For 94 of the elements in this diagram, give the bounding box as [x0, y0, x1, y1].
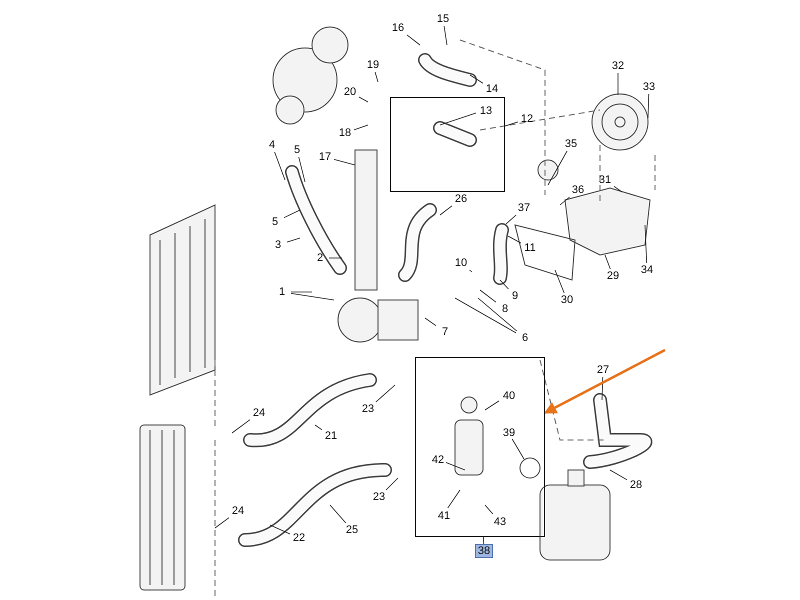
callout-number: 33 — [640, 80, 658, 94]
callout-number: 24 — [229, 504, 247, 518]
leader-line — [614, 186, 622, 192]
callout-number: 23 — [359, 402, 377, 416]
leader-line — [484, 504, 494, 514]
callout-number: 28 — [627, 478, 645, 492]
leader-line — [330, 504, 346, 524]
group-frame — [390, 97, 505, 192]
leader-line — [602, 376, 604, 400]
leader-line — [644, 224, 648, 264]
callout-number: 32 — [609, 59, 627, 73]
leader-line — [298, 156, 306, 182]
callout-number: 18 — [336, 126, 354, 140]
callout-number: 3 — [269, 238, 287, 252]
callout-number: 38 — [475, 544, 493, 558]
callout-number: 8 — [496, 302, 514, 316]
leader-line — [334, 159, 356, 166]
leader-line — [386, 478, 398, 490]
leader-line — [512, 438, 524, 460]
leader-line — [314, 424, 322, 430]
leader-line — [440, 112, 476, 126]
callout-number: 5 — [288, 143, 306, 157]
callout-number: 7 — [436, 325, 454, 339]
leader-line — [444, 26, 448, 46]
callout-number: 25 — [343, 523, 361, 537]
leader-line — [232, 419, 250, 434]
callout-number: 22 — [290, 531, 308, 545]
callout-number: 29 — [604, 269, 622, 283]
callout-number: 14 — [483, 82, 501, 96]
leader-line — [504, 121, 518, 126]
callout-number: 6 — [516, 331, 534, 345]
callout-number: 26 — [452, 192, 470, 206]
leader-line — [648, 94, 650, 118]
leader-line — [548, 150, 568, 186]
leader-line — [478, 298, 518, 332]
leader-line — [286, 238, 300, 243]
callout-number: 34 — [638, 263, 656, 277]
callout-number: 31 — [596, 173, 614, 187]
callout-number: 23 — [370, 490, 388, 504]
leader-line — [375, 384, 396, 402]
leader-line — [374, 72, 378, 82]
leader-line — [484, 400, 500, 410]
callout-number: 30 — [558, 293, 576, 307]
leader-line — [508, 236, 522, 244]
callout-number: 4 — [263, 138, 281, 152]
callout-number: 13 — [477, 104, 495, 118]
group-frame — [415, 357, 545, 537]
callout-number: 41 — [435, 509, 453, 523]
leader-line — [610, 470, 628, 480]
callout-number: 20 — [341, 85, 359, 99]
leader-line — [406, 34, 420, 46]
callout-number: 1 — [273, 285, 291, 299]
callout-number: 27 — [594, 363, 612, 377]
leader-line — [274, 152, 286, 180]
leader-line — [214, 517, 230, 528]
callout-number: 17 — [316, 150, 334, 164]
leader-line — [440, 205, 452, 216]
leader-line — [483, 536, 484, 544]
leader-line — [470, 74, 484, 84]
leader-line — [424, 318, 436, 326]
leader-line — [480, 290, 496, 303]
callout-number: 21 — [322, 429, 340, 443]
callout-number: 12 — [518, 112, 536, 126]
leader-line — [270, 524, 290, 534]
callout-number: 35 — [562, 137, 580, 151]
callout-number: 15 — [434, 12, 452, 26]
pointer-arrow — [544, 348, 666, 414]
callout-number: 37 — [515, 201, 533, 215]
leader-line — [358, 96, 368, 102]
leader-line — [446, 462, 466, 470]
callout-number: 11 — [521, 241, 539, 255]
leader-line — [506, 214, 517, 224]
leader-line — [560, 196, 570, 206]
callout-number: 16 — [389, 21, 407, 35]
leader-line — [354, 124, 368, 130]
leader-line — [290, 292, 334, 300]
callout-number: 10 — [452, 256, 470, 270]
callout-number: 2 — [311, 251, 329, 265]
callout-number: 40 — [500, 389, 518, 403]
leader-line — [454, 298, 516, 334]
callout-number: 42 — [429, 453, 447, 467]
callout-number: 43 — [491, 515, 509, 529]
leader-line — [447, 490, 460, 508]
callout-number: 39 — [500, 426, 518, 440]
callout-number: 9 — [506, 289, 524, 303]
callout-number: 36 — [569, 183, 587, 197]
callout-number: 24 — [250, 406, 268, 420]
leader-line — [469, 270, 472, 272]
leader-line — [604, 254, 611, 270]
leader-line — [500, 280, 509, 290]
callout-number: 5 — [266, 215, 284, 229]
leader-line — [554, 270, 565, 294]
leader-line — [284, 210, 300, 218]
callout-number: 19 — [364, 58, 382, 72]
